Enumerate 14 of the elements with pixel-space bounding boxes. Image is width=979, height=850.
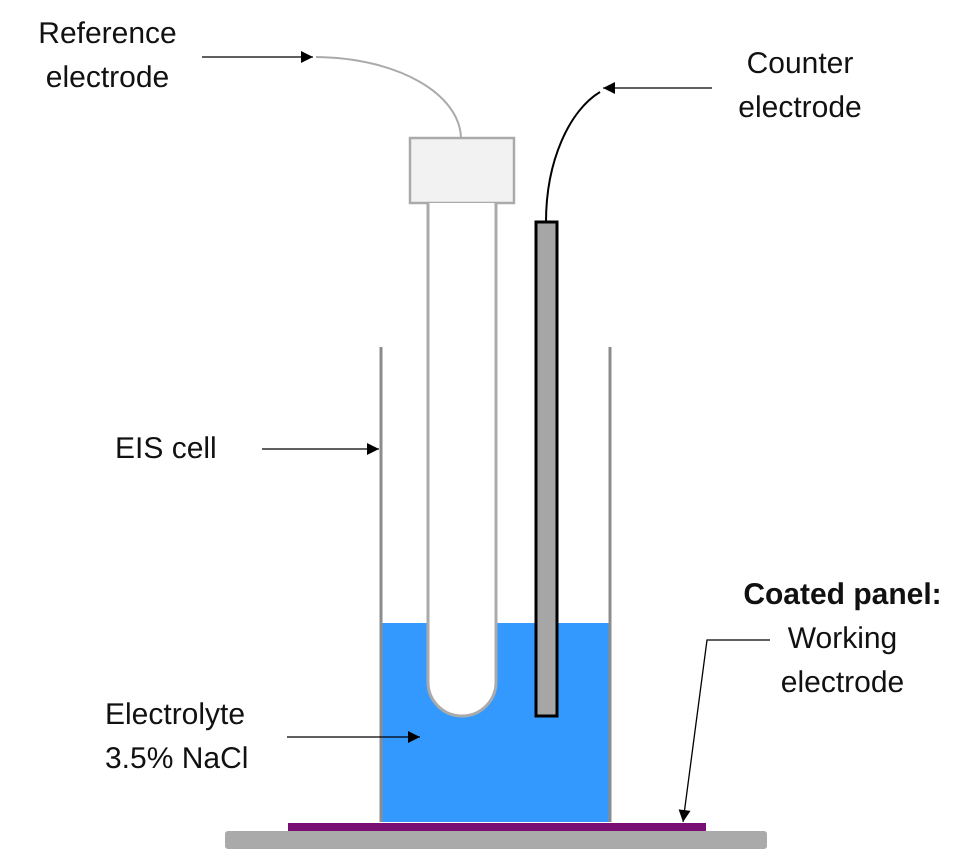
leader-line bbox=[603, 82, 712, 94]
leader-line bbox=[287, 731, 420, 743]
callout-label: Electrolyte 3.5% NaCl bbox=[105, 697, 250, 777]
coated-panel-drawing bbox=[225, 823, 767, 849]
callout-label: Reference electrode bbox=[37, 16, 178, 96]
counter-electrode-drawing bbox=[534, 91, 601, 718]
leader-line bbox=[262, 443, 379, 455]
leader-line bbox=[202, 51, 313, 63]
callout-label: Working electrode bbox=[780, 621, 906, 701]
leader-line bbox=[678, 639, 770, 822]
reference-electrode-drawing bbox=[316, 56, 516, 718]
callout-heading: Coated panel: bbox=[742, 577, 943, 613]
callout-label: Counter electrode bbox=[737, 46, 863, 126]
callout-label: EIS cell bbox=[115, 431, 218, 467]
